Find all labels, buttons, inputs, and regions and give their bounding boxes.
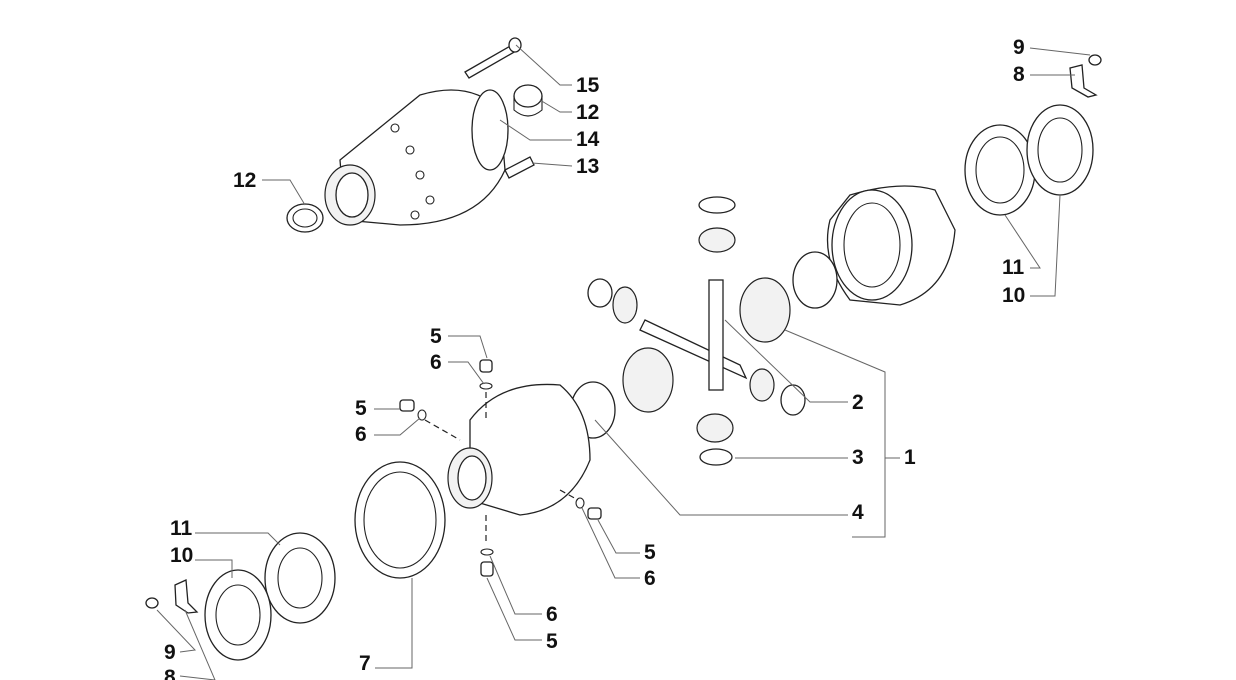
callout-5: 5 [430,325,442,348]
callout-1: 1 [904,446,916,469]
plugs-and-washers-parts [399,359,602,577]
callout-8: 8 [164,666,176,680]
callout-6: 6 [644,567,656,590]
callout-10: 10 [170,544,193,567]
callout-11: 11 [1002,256,1025,279]
bearing-right-part [964,124,1036,216]
screw-left-part [145,597,159,609]
housing-lower-part [447,383,591,516]
callout-9: 9 [164,641,176,664]
callout-6: 6 [430,351,442,374]
bearing-left-part [264,532,336,624]
callout-9: 9 [1013,36,1025,59]
callout-6: 6 [546,603,558,626]
bolt-part [464,37,522,79]
callout-14: 14 [576,128,600,151]
bushing-part [513,84,543,117]
bracket-left-part [174,579,199,614]
seal-ring-part [354,461,446,579]
callout-12: 12 [576,101,599,124]
callout-12: 12 [233,169,256,192]
housing-half-part [826,185,956,306]
bracket-right-part [1069,64,1098,98]
callout-5: 5 [546,630,558,653]
callout-13: 13 [576,155,599,178]
callout-5: 5 [355,397,367,420]
callout-11: 11 [170,517,193,540]
callout-5: 5 [644,541,656,564]
leader-lines [156,44,1091,680]
callout-8: 8 [1013,63,1025,86]
pin-part [504,156,535,179]
callout-7: 7 [359,652,371,675]
callouts: 15 12 14 13 12 9 8 11 10 5 6 5 6 2 3 1 4… [164,36,1025,680]
callout-4: 4 [852,501,864,524]
callout-6: 6 [355,423,367,446]
screw-right-part [1088,54,1102,66]
callout-15: 15 [576,74,600,97]
callout-3: 3 [852,446,864,469]
ring-nut-left-part [204,569,272,661]
spider-gear-parts [570,196,838,466]
differential-assembly-part [324,89,509,226]
ring-nut-right-part [1026,104,1094,196]
callout-10: 10 [1002,284,1025,307]
bushing-left-part [286,203,324,233]
callout-2: 2 [852,391,864,414]
